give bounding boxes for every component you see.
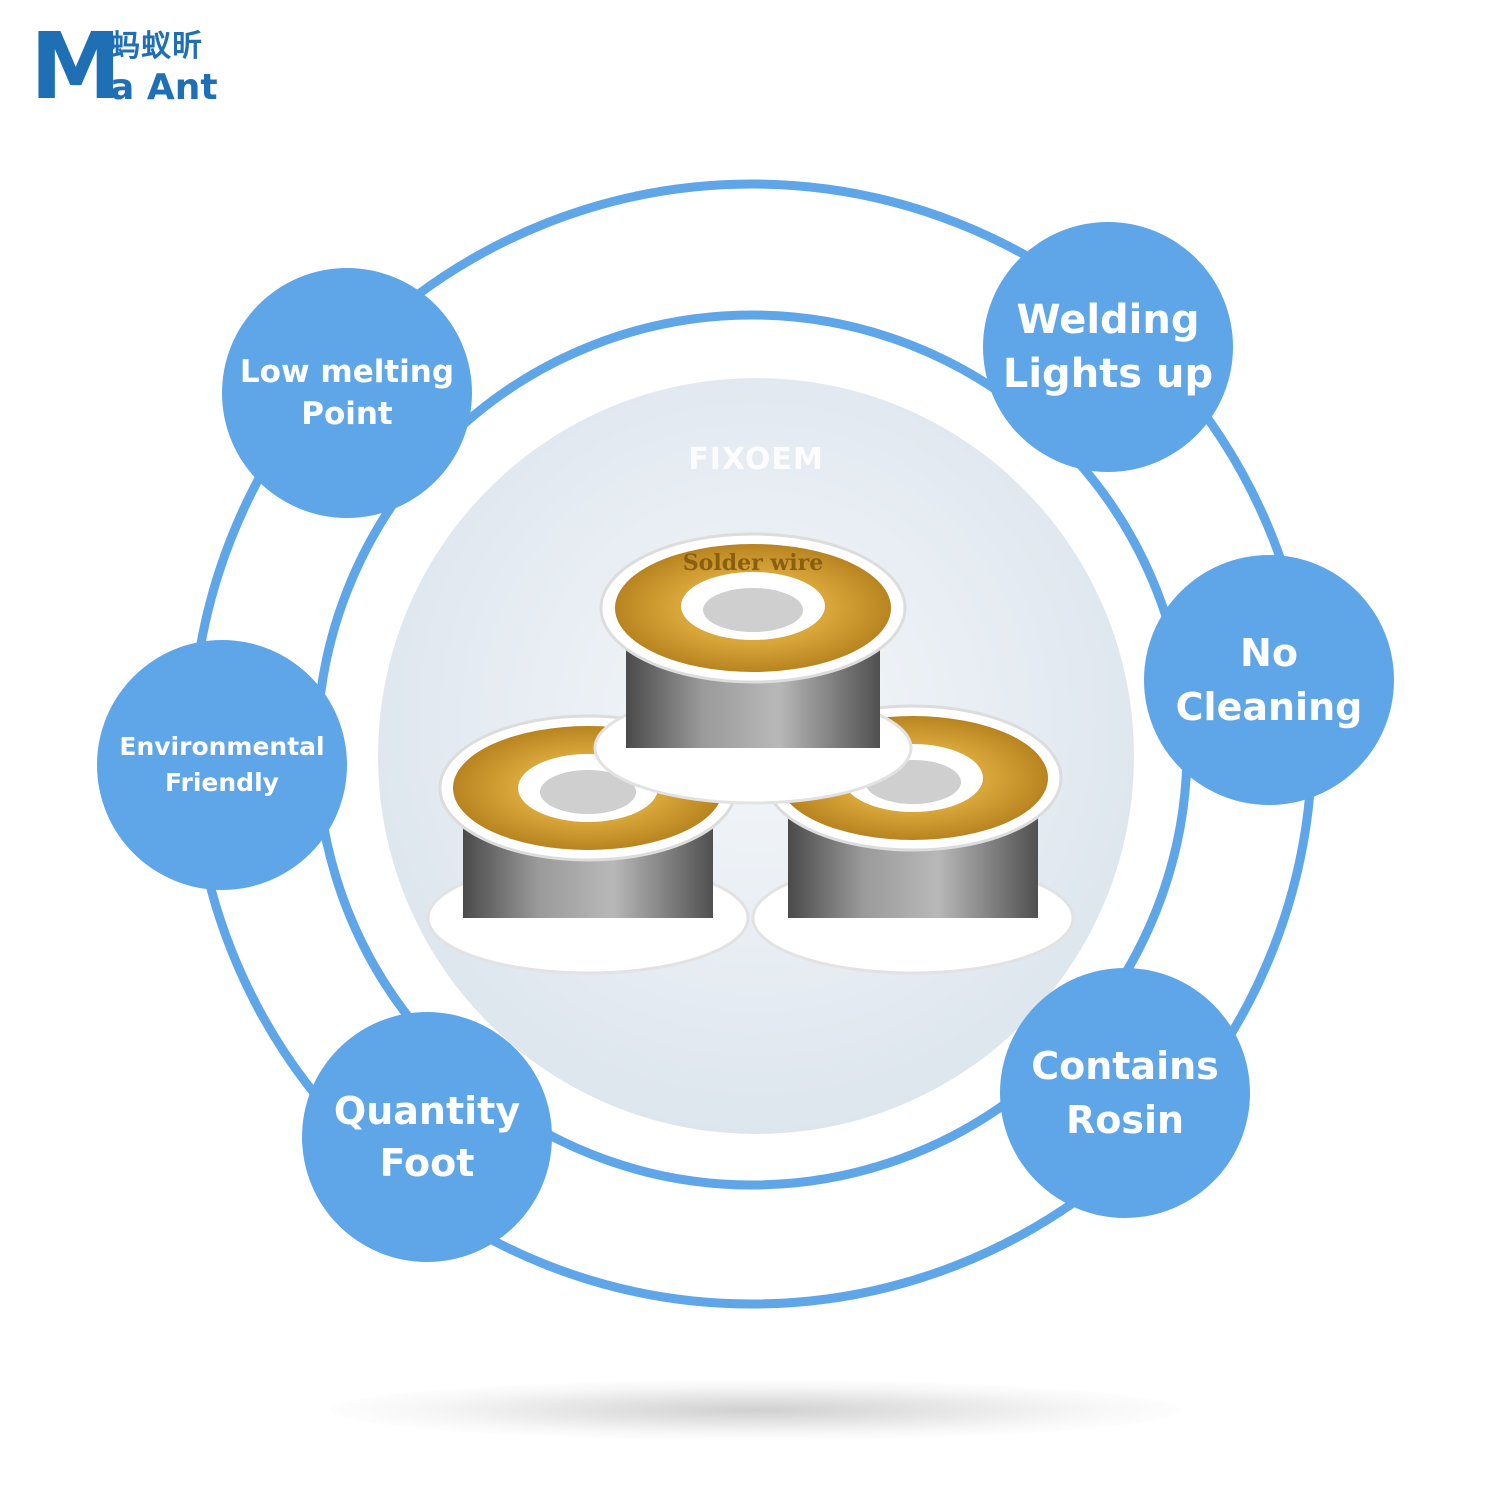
feature-environmental-friendly: Environmental Friendly	[97, 640, 347, 890]
floor-shadow	[330, 1380, 1180, 1440]
feature-line: Rosin	[1065, 1098, 1185, 1142]
spool-bottom-right	[751, 704, 1075, 975]
feature-line: No	[1240, 631, 1298, 675]
logo-mark: M	[30, 13, 122, 120]
feature-line: Environmental	[119, 732, 325, 761]
feature-line: Welding	[1016, 297, 1200, 343]
feature-line: Quantity	[333, 1089, 521, 1133]
logo-chinese-name: 蚂蚁昕	[110, 29, 203, 64]
feature-welding-lights-up: Welding Lights up	[983, 222, 1233, 472]
watermark: FIXOEM	[688, 442, 824, 477]
solder-spools-illustration: Solder wire	[426, 532, 1075, 975]
product-photo: FIXOEM	[378, 378, 1134, 1134]
spool-top: Solder wire	[593, 532, 913, 805]
feature-no-cleaning: No Cleaning	[1144, 555, 1394, 805]
feature-contains-rosin: Contains Rosin	[1000, 968, 1250, 1218]
feature-line: Foot	[379, 1141, 475, 1185]
brand-logo: M 蚂蚁昕 a Ant	[30, 13, 230, 120]
feature-quantity-foot: Quantity Foot	[302, 1012, 552, 1262]
feature-line: Friendly	[165, 768, 279, 797]
spool-label: Solder wire	[683, 550, 823, 576]
logo-english-name: a Ant	[110, 67, 218, 108]
feature-line: Cleaning	[1175, 685, 1363, 729]
feature-line: Contains	[1031, 1044, 1219, 1088]
feature-line: Lights up	[1002, 351, 1214, 397]
feature-line: Point	[301, 396, 393, 432]
feature-line: Low melting	[239, 354, 455, 390]
feature-low-melting-point: Low melting Point	[222, 268, 472, 518]
